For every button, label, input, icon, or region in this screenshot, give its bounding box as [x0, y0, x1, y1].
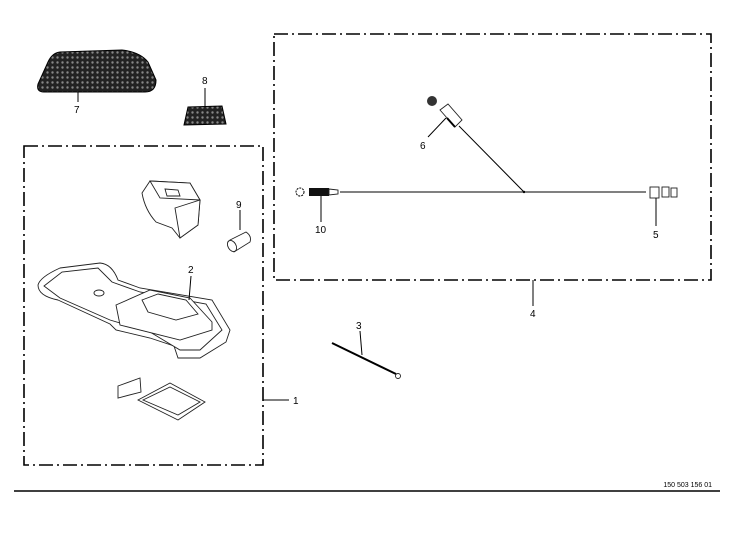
sleeve-9: [226, 231, 251, 253]
wiring-harness: [295, 96, 678, 199]
kit-group-box-1: [23, 145, 264, 466]
callout-2: 2: [188, 265, 194, 276]
callout-4: 4: [530, 309, 536, 320]
callout-9: 9: [236, 200, 242, 211]
label-plate: [117, 377, 142, 399]
switch-module: [141, 180, 201, 239]
callout-8: 8: [202, 76, 208, 87]
callout-6: 6: [420, 141, 426, 152]
tray-2: [37, 262, 231, 359]
floor-mat-7: [37, 49, 157, 93]
callout-5: 5: [653, 230, 659, 241]
harness-group-box-4: [273, 33, 712, 281]
pad-8: [183, 105, 227, 126]
callout-1: 1: [293, 396, 299, 407]
callout-7: 7: [74, 105, 80, 116]
cable-tie-3: [331, 342, 401, 379]
drawing-number: 150 503 156 01: [663, 482, 712, 489]
callout-10: 10: [315, 225, 327, 236]
callout-3: 3: [356, 321, 362, 332]
